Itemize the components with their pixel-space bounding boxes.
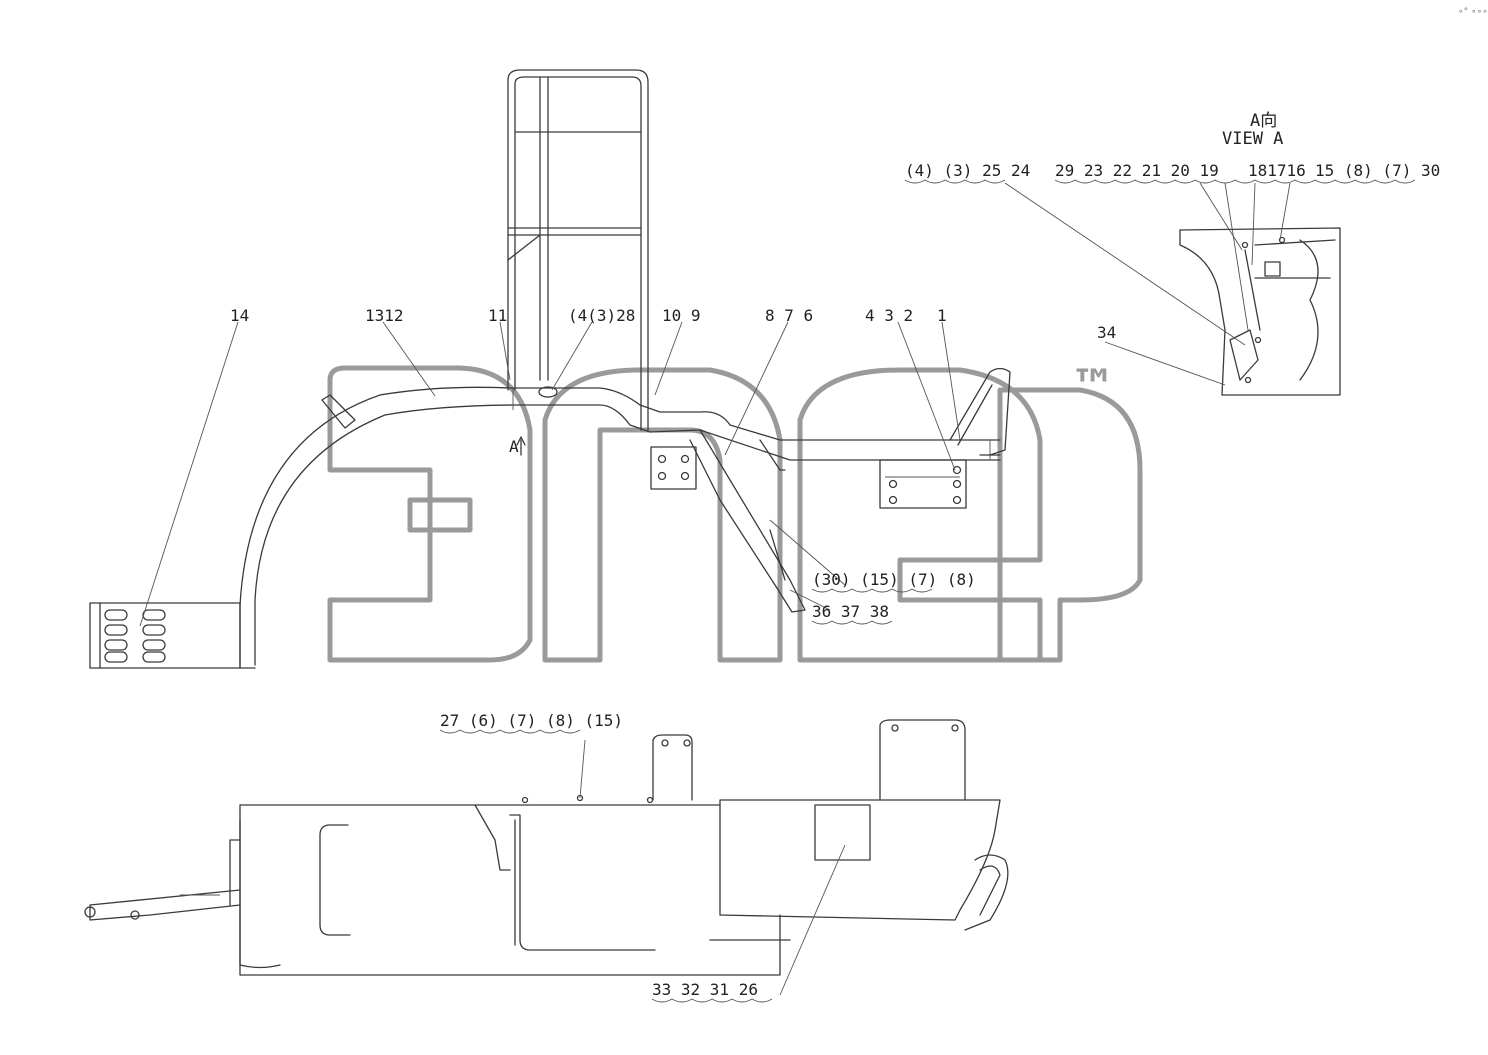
watermark-logo: ™ (327, 359, 1143, 663)
view-a-detail (1004, 182, 1341, 396)
arrow-tag: A (509, 437, 519, 456)
callout-30-15-7-8: (30) (15) (7) (8) (812, 570, 976, 589)
left-mount-bracket (89, 602, 241, 669)
callout-10-9: 10 9 (662, 306, 701, 325)
callout-8-7-6: 8 7 6 (765, 306, 813, 325)
leader-lines (139, 321, 961, 627)
va-callout-18-17-16: 181716 (1248, 161, 1306, 180)
callout-labels: 14 1312 11 (4(3)28 10 9 8 7 6 4 3 2 1 (3… (230, 7, 1488, 999)
va-callout-29-19: 29 23 22 21 20 19 (1055, 161, 1219, 180)
callout-4-3-2: 4 3 2 (865, 306, 913, 325)
callout-underlines (439, 179, 1416, 1003)
view-title-cn: A向 (1250, 111, 1277, 131)
callout-27-6-7-8-15: 27 (6) (7) (8) (15) (440, 711, 623, 730)
callout-4-3-28: (4(3)28 (568, 306, 635, 325)
callout-11: 11 (488, 306, 507, 325)
callout-14: 14 (230, 306, 249, 325)
view-a-arrow: A (509, 436, 526, 456)
vertical-handrail (507, 69, 649, 431)
view-title-en: VIEW A (1222, 129, 1283, 149)
va-callout-4-3-25-24: (4) (3) 25 24 (905, 161, 1030, 180)
callout-1: 1 (937, 306, 947, 325)
mount-plates (650, 446, 967, 509)
corner-mark: ∘° ∘∘∘ (1458, 7, 1488, 17)
va-callout-34: 34 (1097, 323, 1116, 342)
callout-33-32-31-26: 33 32 31 26 (652, 980, 758, 999)
va-callout-15-8-7-30: 15 (8) (7) 30 (1315, 161, 1440, 180)
diagonal-handle (689, 367, 1011, 613)
callout-36-37-38: 36 37 38 (812, 602, 889, 621)
trademark-symbol: ™ (1070, 359, 1116, 413)
callout-13-12: 1312 (365, 306, 404, 325)
side-elevation (84, 719, 1009, 996)
